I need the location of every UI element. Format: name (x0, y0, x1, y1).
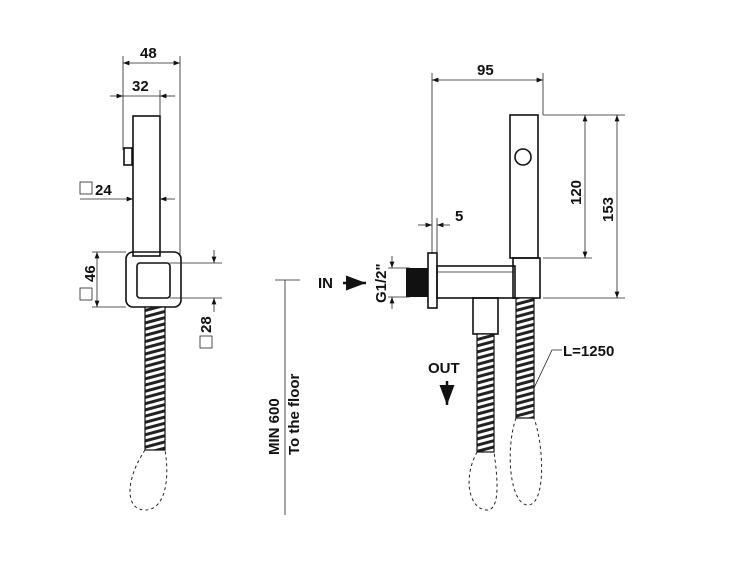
min-height-dimension: MIN 600 To the floor (266, 279, 303, 515)
front-view: IN 95 5 G1/2" 120 153 OUT L (318, 62, 625, 511)
hose-handshower (515, 297, 535, 419)
wall-plate (427, 252, 438, 309)
dim-5: 5 (455, 208, 463, 225)
handle-side (132, 115, 161, 257)
dim-32: 32 (132, 78, 149, 95)
hose-outlet (476, 333, 495, 453)
dim-24: 24 (95, 182, 112, 199)
button-front (514, 148, 532, 166)
dim-46: 46 (82, 265, 99, 282)
handle-front (509, 114, 539, 259)
outlet-fitting (472, 297, 499, 335)
min-600-label: MIN 600 (266, 398, 283, 455)
to-the-floor-label: To the floor (286, 373, 303, 455)
dim-120: 120 (568, 180, 585, 205)
dim-28: 28 (198, 316, 215, 333)
hose-length-label: L=1250 (563, 343, 614, 360)
thread-label: G1/2" (373, 263, 390, 303)
holder-front (512, 257, 541, 299)
threaded-inlet (406, 268, 428, 297)
dim-153: 153 (600, 197, 617, 222)
body-pipe (436, 265, 516, 299)
side-view: 48 32 24 46 28 (79, 45, 222, 511)
dim-48: 48 (140, 45, 157, 62)
in-label: IN (318, 275, 333, 292)
hose-side (144, 306, 166, 451)
out-label: OUT (428, 360, 460, 377)
dim-95: 95 (477, 62, 494, 79)
button-side (123, 147, 133, 166)
